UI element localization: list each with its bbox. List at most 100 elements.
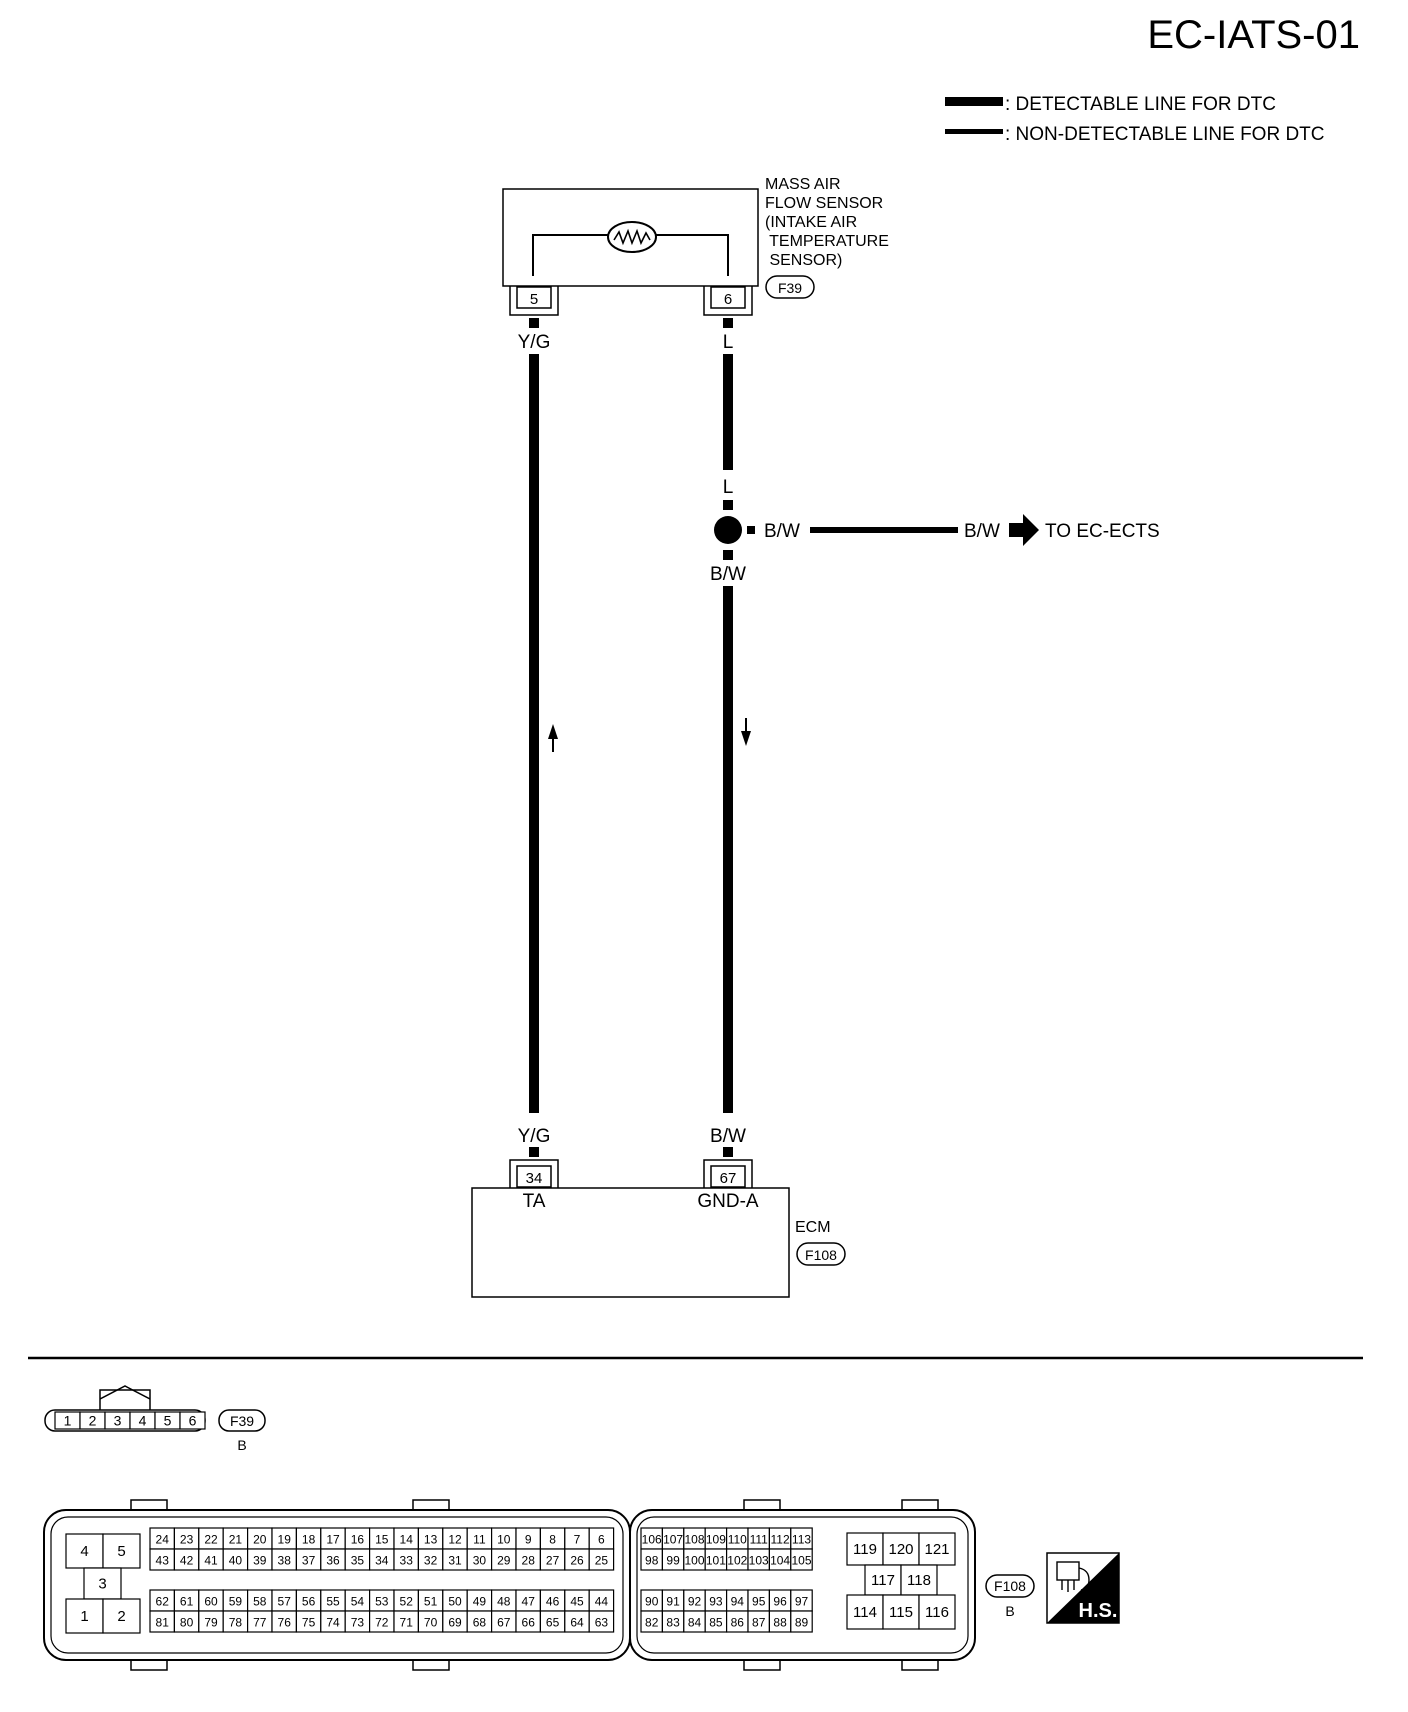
connector-pin-cell: 61 xyxy=(173,1589,200,1612)
connector-pin-number: 110 xyxy=(728,1533,747,1547)
connector-pin-cell: 30 xyxy=(466,1548,493,1571)
connector-pin-cell: 111 xyxy=(747,1527,770,1550)
connector-pin-cell: 82 xyxy=(640,1610,663,1633)
connector-pin-number: 42 xyxy=(180,1554,194,1568)
wire-yg-top-label: Y/G xyxy=(518,332,551,353)
connector-pin-number: 49 xyxy=(473,1595,487,1609)
connector-pin-number: 86 xyxy=(731,1616,745,1630)
connector-pin-cell: 45 xyxy=(564,1589,590,1612)
connector-pin-number: 107 xyxy=(663,1533,683,1547)
sensor-pin-5: 5 xyxy=(509,286,559,316)
connector-pin-cell: 21 xyxy=(222,1527,249,1550)
connector-pin-cell: 109 xyxy=(704,1527,728,1550)
f108-color-code: B xyxy=(1005,1603,1014,1619)
connector-pin-number: 101 xyxy=(706,1554,726,1568)
connector-pin-cell: 4 xyxy=(65,1533,104,1569)
connector-pin-number: 56 xyxy=(302,1595,316,1609)
sensor-name-line-4: TEMPERATURE xyxy=(765,233,889,250)
connector-pin-number: 116 xyxy=(925,1604,949,1621)
connector-pin-cell: 52 xyxy=(393,1589,419,1612)
connector-pin-number: 4 xyxy=(80,1543,88,1560)
connector-pin-number: 61 xyxy=(180,1595,194,1609)
ecm-pin-67-number: 67 xyxy=(720,1170,737,1187)
connector-pin-cell: 94 xyxy=(725,1589,749,1612)
connector-pin-number: 75 xyxy=(302,1616,316,1630)
thermistor-zigzag xyxy=(613,228,651,246)
connector-pin-cell: 83 xyxy=(661,1610,685,1633)
connector-pin-number: 25 xyxy=(595,1554,609,1568)
connector-pin-number: 5 xyxy=(164,1413,172,1429)
connector-pin-cell: 71 xyxy=(393,1610,419,1633)
connector-pin-cell: 10 xyxy=(491,1527,517,1550)
connector-pin-cell: 79 xyxy=(198,1610,224,1633)
arrow-right-icon xyxy=(1009,514,1039,546)
connector-pin-number: 70 xyxy=(424,1616,438,1630)
connector-pin-cell: 74 xyxy=(320,1610,346,1633)
connector-pin-number: 58 xyxy=(253,1595,267,1609)
connector-pin-cell: 103 xyxy=(747,1548,770,1571)
ecm-unit: ECM F108 xyxy=(471,1187,846,1298)
connector-pin-cell: 24 xyxy=(149,1527,175,1550)
harness-side-icon: H.S. xyxy=(1046,1552,1120,1624)
connector-pin-cell: 67 xyxy=(491,1610,517,1633)
connector-pin-number: 28 xyxy=(522,1554,536,1568)
connector-pin-cell: 62 xyxy=(149,1589,175,1612)
connector-pin-cell: 3 xyxy=(83,1567,122,1600)
connector-pin-number: 39 xyxy=(253,1554,267,1568)
connector-pin-number: 17 xyxy=(326,1533,340,1547)
f39-face-id: F39 xyxy=(230,1413,254,1429)
connector-pin-number: 72 xyxy=(375,1616,389,1630)
connector-pin-number: 41 xyxy=(204,1554,218,1568)
connector-pin-cell: 85 xyxy=(704,1610,728,1633)
ecm-pin-34-number: 34 xyxy=(526,1170,543,1187)
connector-pin-cell: 75 xyxy=(295,1610,322,1633)
connector-pin-number: 12 xyxy=(448,1533,462,1547)
connector-pin-cell: 50 xyxy=(442,1589,468,1612)
connector-pin-cell: 28 xyxy=(515,1548,541,1571)
f39-latch xyxy=(99,1389,151,1410)
connector-pin-number: 29 xyxy=(497,1554,511,1568)
connector-pin-number: 100 xyxy=(684,1554,704,1568)
connector-pin-cell: 88 xyxy=(768,1610,792,1633)
connector-pin-cell: 20 xyxy=(247,1527,273,1550)
connector-pin-cell: 115 xyxy=(882,1594,920,1630)
connector-pin-number: 117 xyxy=(871,1572,895,1589)
connector-pin-number: 2 xyxy=(117,1608,125,1625)
connector-pin-number: 85 xyxy=(709,1616,723,1630)
connector-pin-number: 4 xyxy=(139,1413,147,1429)
connector-pin-number: 50 xyxy=(448,1595,462,1609)
connector-pin-cell: 84 xyxy=(683,1610,706,1633)
connector-pin-cell: 34 xyxy=(369,1548,395,1571)
connector-pin-number: 6 xyxy=(598,1533,605,1547)
sensor-pin-5-number: 5 xyxy=(530,291,538,308)
hs-label: H.S. xyxy=(1079,1600,1118,1622)
ecm-connector-badge xyxy=(796,1242,846,1266)
connector-pin-cell: 105 xyxy=(790,1548,813,1571)
connector-pin-number: 112 xyxy=(771,1533,790,1547)
connector-pin-number: 95 xyxy=(752,1595,766,1609)
connector-pin-number: 66 xyxy=(522,1616,536,1630)
ecm-pin-34-signal: TA xyxy=(523,1191,546,1212)
connector-pin-cell: 43 xyxy=(149,1548,175,1571)
connector-pin-cell: 47 xyxy=(515,1589,541,1612)
connector-pin-cell: 93 xyxy=(704,1589,728,1612)
connector-pin-number: 53 xyxy=(375,1595,389,1609)
sensor-name-line-3: (INTAKE AIR xyxy=(765,214,857,231)
connector-pin-cell: 81 xyxy=(149,1610,175,1633)
connector-pin-cell: 25 xyxy=(588,1548,615,1571)
connector-pin-cell: 33 xyxy=(393,1548,419,1571)
connector-pin-cell: 69 xyxy=(442,1610,468,1633)
connector-pin-number: 24 xyxy=(156,1533,170,1547)
connector-pin-cell: 90 xyxy=(640,1589,663,1612)
connector-pin-cell: 35 xyxy=(344,1548,371,1571)
connector-pin-number: 120 xyxy=(888,1541,913,1558)
connector-pin-cell: 54 xyxy=(344,1589,371,1612)
connector-pin-number: 11 xyxy=(473,1533,486,1547)
wire-l-mid-label: L xyxy=(723,477,734,498)
connector-pin-number: 55 xyxy=(326,1595,340,1609)
connector-pin-cell: 15 xyxy=(369,1527,395,1550)
connector-pin-cell: 48 xyxy=(491,1589,517,1612)
connector-pin-cell: 18 xyxy=(295,1527,322,1550)
connector-pin-number: 62 xyxy=(156,1595,170,1609)
